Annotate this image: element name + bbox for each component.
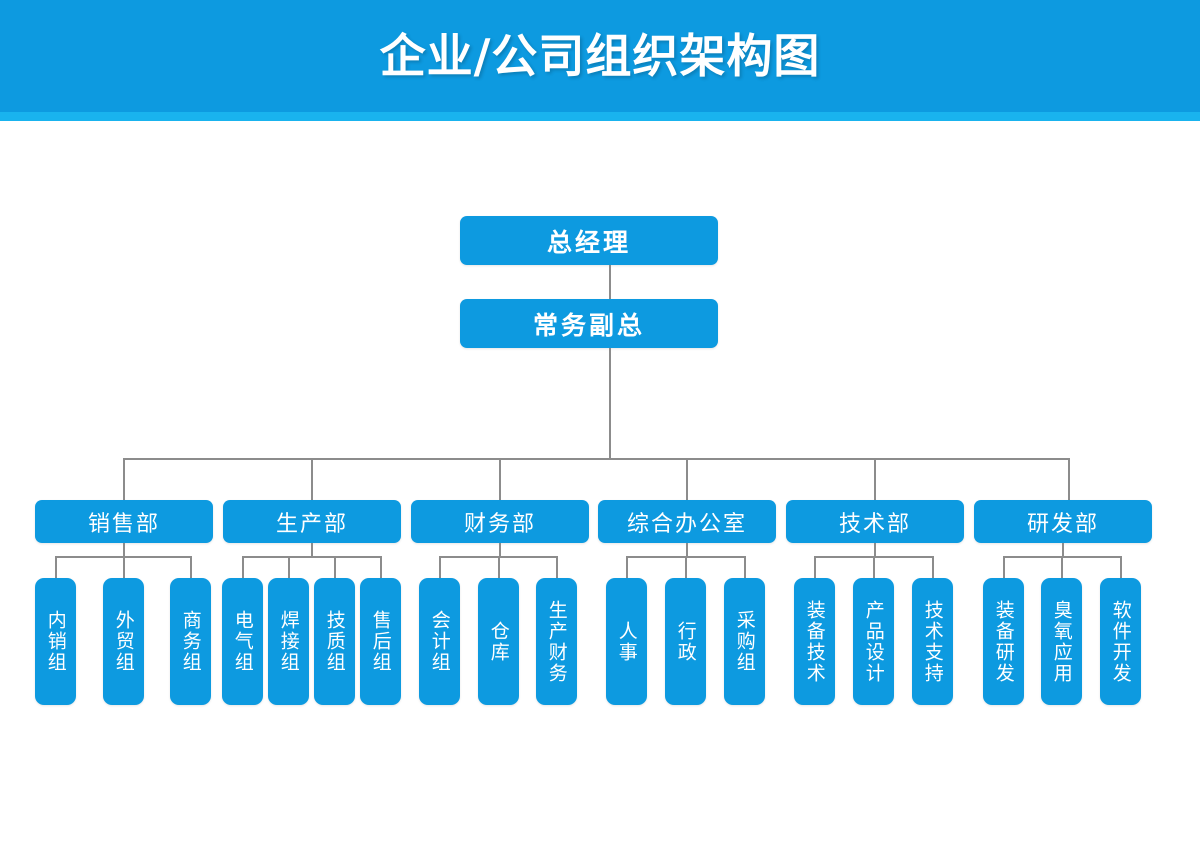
- node-label: 行政: [674, 620, 697, 663]
- node-label: 常务副总: [532, 310, 645, 340]
- node-label: 臭氧应用: [1050, 599, 1073, 684]
- node-group-warehouse[interactable]: 仓库: [478, 578, 519, 705]
- node-label: 电气组: [231, 610, 254, 673]
- node-department-research-development[interactable]: 研发部: [974, 500, 1152, 543]
- connector-dept-2-stem: [499, 543, 501, 556]
- node-label: 内销组: [44, 610, 67, 673]
- node-group-production-finance[interactable]: 生产财务: [536, 578, 577, 705]
- connector-drop-dept-2-group-1: [498, 556, 500, 578]
- node-group-business[interactable]: 商务组: [170, 578, 211, 705]
- node-label: 技质组: [323, 610, 346, 673]
- node-general-manager[interactable]: 总经理: [460, 216, 718, 265]
- connector-drop-dept-2-group-2: [556, 556, 558, 578]
- node-department-production[interactable]: 生产部: [223, 500, 401, 543]
- node-label: 研发部: [1026, 511, 1099, 537]
- node-group-equipment-rd[interactable]: 装备研发: [983, 578, 1024, 705]
- node-group-after-sales[interactable]: 售后组: [360, 578, 401, 705]
- node-label: 生产部: [275, 511, 348, 537]
- node-label: 技术支持: [921, 599, 944, 684]
- connector-dept-3-stem: [686, 543, 688, 556]
- header-banner: [0, 0, 1200, 112]
- node-group-human-resources[interactable]: 人事: [606, 578, 647, 705]
- node-group-ozone-application[interactable]: 臭氧应用: [1041, 578, 1082, 705]
- node-label: 会计组: [428, 610, 451, 673]
- connector-drop-dept-2: [499, 458, 501, 500]
- connector-drop-dept-5-group-0: [1003, 556, 1005, 578]
- node-label: 装备技术: [803, 599, 826, 684]
- connector-drop-dept-4: [874, 458, 876, 500]
- node-label: 外贸组: [112, 610, 135, 673]
- page-title: 企业/公司组织架构图: [379, 29, 821, 83]
- node-label: 人事: [615, 620, 638, 663]
- header-underline: [0, 112, 1200, 121]
- connector-drop-dept-1-group-0: [242, 556, 244, 578]
- connector-drop-dept-0-group-0: [55, 556, 57, 578]
- node-label: 采购组: [733, 610, 756, 673]
- node-department-technology[interactable]: 技术部: [786, 500, 964, 543]
- connector-dept-4-stem: [874, 543, 876, 556]
- node-group-product-design[interactable]: 产品设计: [853, 578, 894, 705]
- node-label: 装备研发: [992, 599, 1015, 684]
- node-department-general-office[interactable]: 综合办公室: [598, 500, 776, 543]
- node-label: 软件开发: [1109, 599, 1132, 684]
- connector-department-bus: [124, 458, 1069, 460]
- node-label: 售后组: [369, 610, 392, 673]
- node-label: 仓库: [487, 620, 510, 663]
- connector-drop-dept-1-group-3: [380, 556, 382, 578]
- node-group-equipment-technology[interactable]: 装备技术: [794, 578, 835, 705]
- node-group-domestic-sales[interactable]: 内销组: [35, 578, 76, 705]
- node-group-technical-support[interactable]: 技术支持: [912, 578, 953, 705]
- connector-drop-dept-5: [1068, 458, 1070, 500]
- connector-drop-dept-4-group-1: [873, 556, 875, 578]
- node-department-finance[interactable]: 财务部: [411, 500, 589, 543]
- connector-vp-trunk: [609, 348, 611, 458]
- connector-gm-to-vp: [609, 265, 611, 299]
- node-group-foreign-trade[interactable]: 外贸组: [103, 578, 144, 705]
- node-group-electrical[interactable]: 电气组: [222, 578, 263, 705]
- connector-drop-dept-3: [686, 458, 688, 500]
- node-group-administration[interactable]: 行政: [665, 578, 706, 705]
- node-group-procurement[interactable]: 采购组: [724, 578, 765, 705]
- connector-drop-dept-3-group-2: [744, 556, 746, 578]
- connector-drop-dept-1-group-2: [334, 556, 336, 578]
- connector-dept-1-stem: [311, 543, 313, 556]
- node-executive-vp[interactable]: 常务副总: [460, 299, 718, 348]
- connector-drop-dept-2-group-0: [439, 556, 441, 578]
- connector-dept-5-stem: [1062, 543, 1064, 556]
- connector-drop-dept-4-group-2: [932, 556, 934, 578]
- node-label: 生产财务: [545, 599, 568, 684]
- connector-drop-dept-4-group-0: [814, 556, 816, 578]
- connector-dept-0-stem: [123, 543, 125, 556]
- node-label: 销售部: [87, 511, 160, 537]
- connector-drop-dept-1: [311, 458, 313, 500]
- connector-drop-dept-5-group-2: [1120, 556, 1122, 578]
- connector-drop-dept-0-group-1: [123, 556, 125, 578]
- node-label: 综合办公室: [626, 511, 747, 537]
- node-label: 产品设计: [862, 599, 885, 684]
- node-label: 财务部: [463, 511, 536, 537]
- node-group-technical-quality[interactable]: 技质组: [314, 578, 355, 705]
- connector-drop-dept-3-group-1: [685, 556, 687, 578]
- node-group-software-development[interactable]: 软件开发: [1100, 578, 1141, 705]
- node-label: 技术部: [838, 511, 911, 537]
- node-group-welding[interactable]: 焊接组: [268, 578, 309, 705]
- node-label: 商务组: [179, 610, 202, 673]
- connector-dept-1-bus: [243, 556, 381, 558]
- node-label: 总经理: [546, 227, 631, 257]
- connector-drop-dept-0-group-2: [190, 556, 192, 578]
- connector-drop-dept-3-group-0: [626, 556, 628, 578]
- node-group-accounting[interactable]: 会计组: [419, 578, 460, 705]
- connector-drop-dept-5-group-1: [1061, 556, 1063, 578]
- connector-drop-dept-0: [123, 458, 125, 500]
- connector-drop-dept-1-group-1: [288, 556, 290, 578]
- node-department-sales[interactable]: 销售部: [35, 500, 213, 543]
- node-label: 焊接组: [277, 610, 300, 673]
